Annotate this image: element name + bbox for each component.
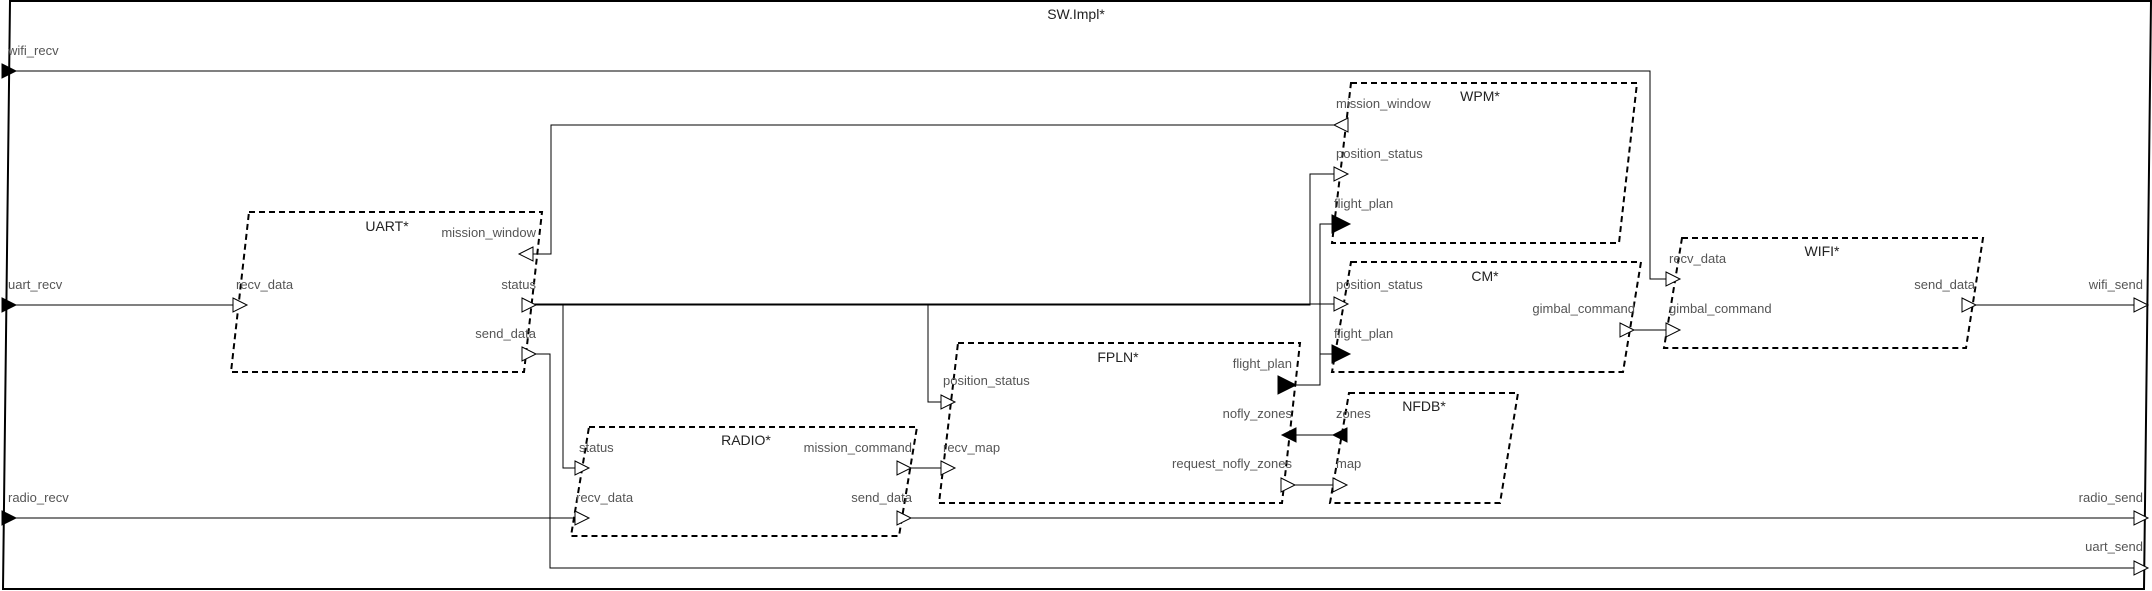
ext-uart-send-port <box>2133 560 2150 576</box>
wifi-send-data-port <box>1961 297 1978 313</box>
wpm-title: WPM* <box>1460 88 1500 104</box>
uart-port-status-label: status <box>501 277 536 292</box>
component-radio[interactable]: RADIO* status recv_data mission_command … <box>569 426 919 537</box>
fpln-port-position-status-label: position_status <box>943 373 1030 388</box>
uart-mission-window-port <box>517 246 534 262</box>
cm-port-flight-plan-label: flight_plan <box>1334 326 1393 341</box>
wifi-port-send-data-label: send_data <box>1914 277 1975 292</box>
radio-port-status-label: status <box>579 440 614 455</box>
fpln-port-nofly-zones-label: nofly_zones <box>1223 406 1293 421</box>
ext-wifi-send-port <box>2133 297 2150 313</box>
port-glyphs <box>1 63 2150 576</box>
nfdb-title: NFDB* <box>1402 398 1446 414</box>
component-fpln[interactable]: FPLN* position_status recv_map flight_pl… <box>937 342 1302 504</box>
ext-uart-send-label: uart_send <box>2085 539 2143 554</box>
component-wifi[interactable]: WIFI* recv_data gimbal_command send_data <box>1662 237 1985 349</box>
component-nfdb[interactable]: NFDB* zones map <box>1328 392 1520 504</box>
fpln-nofly-zones-port <box>1280 427 1297 443</box>
ext-uart-recv-label: uart_recv <box>8 277 63 292</box>
nfdb-port-zones-label: zones <box>1336 406 1371 421</box>
wpm-flight-plan-port <box>1331 214 1352 234</box>
fpln-recv-map-port <box>940 460 957 476</box>
ext-radio-send-label: radio_send <box>2079 490 2143 505</box>
ext-radio-send-port <box>2133 510 2150 526</box>
radio-send-data-port <box>896 510 913 526</box>
radio-port-recv-data-label: recv_data <box>576 490 634 505</box>
ext-wifi-send-label: wifi_send <box>2088 277 2143 292</box>
wifi-port-gimbal-command-label: gimbal_command <box>1669 301 1772 316</box>
system-title: SW.Impl* <box>1047 6 1105 22</box>
fpln-port-flight-plan-label: flight_plan <box>1233 356 1292 371</box>
cm-title: CM* <box>1471 268 1499 284</box>
cm-gimbal-command-port <box>1619 322 1636 338</box>
cm-port-gimbal-command-label: gimbal_command <box>1532 301 1635 316</box>
ext-radio-recv-port <box>1 510 18 526</box>
uart-recv-data-port <box>232 297 249 313</box>
wpm-port-position-status-label: position_status <box>1336 146 1423 161</box>
wpm-port-mission-window-label: mission_window <box>1336 96 1431 111</box>
fpln-request-nofly-zones-port <box>1280 477 1297 493</box>
component-uart[interactable]: UART* mission_window recv_data status se… <box>229 211 544 373</box>
connections <box>14 70 2144 569</box>
radio-status-port <box>574 460 591 476</box>
wifi-port-recv-data-label: recv_data <box>1669 251 1727 266</box>
wifi-gimbal-command-port <box>1665 322 1682 338</box>
uart-port-mission-window-label: mission_window <box>441 225 536 240</box>
fpln-port-request-nofly-zones-label: request_nofly_zones <box>1172 456 1292 471</box>
fpln-position-status-port <box>940 394 957 410</box>
wpm-port-flight-plan-label: flight_plan <box>1334 196 1393 211</box>
wpm-position-status-port <box>1333 166 1350 182</box>
fpln-title: FPLN* <box>1097 349 1139 365</box>
ext-radio-recv-label: radio_recv <box>8 490 69 505</box>
ext-wifi-recv-label: wifi_recv <box>7 43 59 58</box>
fpln-port-recv-map-label: recv_map <box>943 440 1000 455</box>
component-wpm[interactable]: WPM* mission_window position_status flig… <box>1330 82 1639 244</box>
component-cm[interactable]: CM* position_status flight_plan gimbal_c… <box>1330 261 1643 373</box>
radio-title: RADIO* <box>721 432 771 448</box>
uart-port-send-data-label: send_data <box>475 326 536 341</box>
radio-recv-data-port <box>574 510 591 526</box>
radio-mission-command-port <box>896 460 913 476</box>
cm-flight-plan-port <box>1331 344 1352 364</box>
uart-port-recv-data-label: recv_data <box>236 277 294 292</box>
ext-wifi-recv-port <box>1 63 18 79</box>
uart-send-data-port <box>521 346 538 362</box>
ext-uart-recv-port <box>1 297 18 313</box>
uart-status-port <box>521 297 538 313</box>
nfdb-map-port <box>1332 477 1349 493</box>
wpm-mission-window-port <box>1332 117 1349 133</box>
radio-port-mission-command-label: mission_command <box>804 440 912 455</box>
external-port-labels: wifi_recv uart_recv radio_recv wifi_send… <box>7 43 2143 554</box>
cm-position-status-port <box>1333 296 1350 312</box>
wifi-recv-data-port <box>1665 271 1682 287</box>
wifi-title: WIFI* <box>1805 243 1841 259</box>
nfdb-port-map-label: map <box>1336 456 1361 471</box>
fpln-flight-plan-port <box>1277 375 1298 395</box>
uart-title: UART* <box>365 218 409 234</box>
cm-port-position-status-label: position_status <box>1336 277 1423 292</box>
nfdb-zones-port <box>1331 427 1348 443</box>
radio-port-send-data-label: send_data <box>851 490 912 505</box>
